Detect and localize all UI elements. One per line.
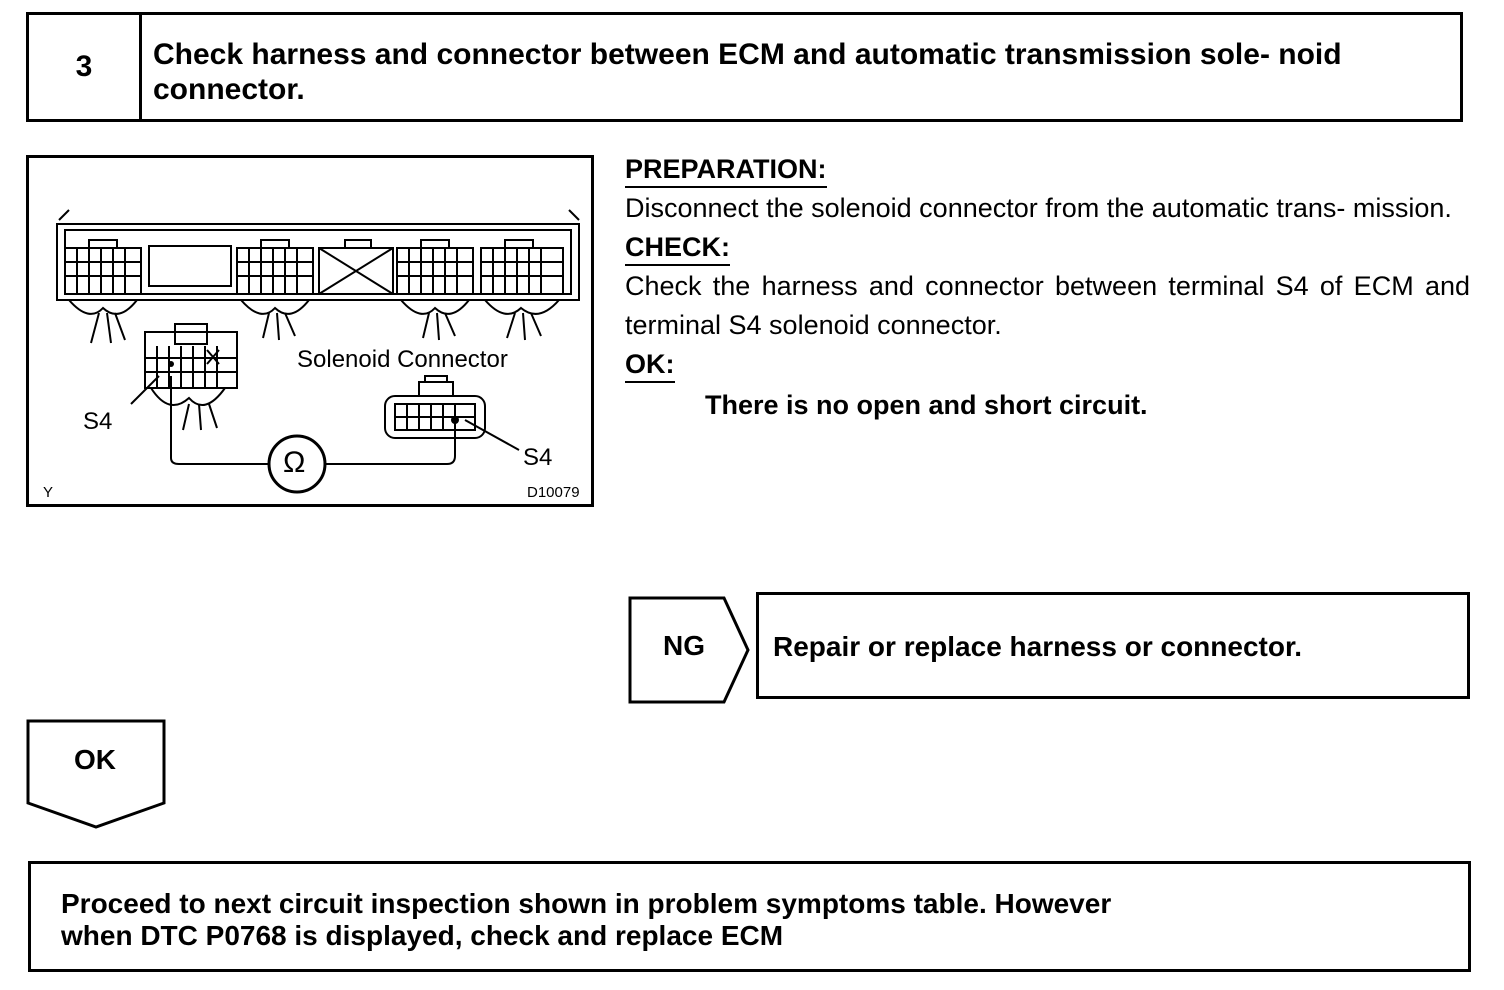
- solenoid-terminal-s4-label: S4: [523, 444, 553, 471]
- preparation-text: Disconnect the solenoid connector from t…: [625, 193, 1452, 223]
- check-text: Check the harness and connector between …: [625, 271, 1470, 340]
- ng-action-box: Repair or replace harness or connector.: [756, 592, 1470, 699]
- ng-arrow-shape: [628, 596, 750, 704]
- ng-action-text: Repair or replace harness or connector.: [773, 631, 1303, 662]
- instructions: PREPARATION: Disconnect the solenoid con…: [625, 150, 1470, 425]
- ok-label: OK: [74, 744, 116, 775]
- solenoid-connector-label: Solenoid Connector: [297, 346, 508, 373]
- next-step-line-2: when DTC P0768 is displayed, check and r…: [61, 920, 784, 951]
- next-step-line-1: Proceed to next circuit inspection shown…: [61, 888, 1112, 919]
- ok-condition-text: There is no open and short circuit.: [705, 390, 1148, 420]
- step-title: Check harness and connector between ECM …: [153, 38, 1342, 106]
- ohmmeter-icon: Ω: [283, 446, 306, 479]
- figure-corner-mark: Y: [43, 484, 54, 501]
- wiring-illustration: Solenoid Connector S4 S4 Ω Y D10079: [26, 155, 594, 507]
- ecm-terminal-s4-label: S4: [83, 408, 113, 435]
- ok-arrow-shape: [26, 719, 166, 829]
- check-heading: CHECK:: [625, 231, 730, 266]
- next-step-text: Proceed to next circuit inspection shown…: [61, 888, 1111, 952]
- step-number: 3: [29, 15, 142, 119]
- ecm-connector-diagram: [56, 209, 580, 494]
- ng-label: NG: [663, 630, 705, 661]
- figure-code: D10079: [527, 484, 580, 501]
- preparation-heading: PREPARATION:: [625, 153, 827, 188]
- ok-heading: OK:: [625, 348, 675, 383]
- next-step-box: Proceed to next circuit inspection shown…: [28, 861, 1471, 972]
- step-header: 3 Check harness and connector between EC…: [26, 12, 1463, 122]
